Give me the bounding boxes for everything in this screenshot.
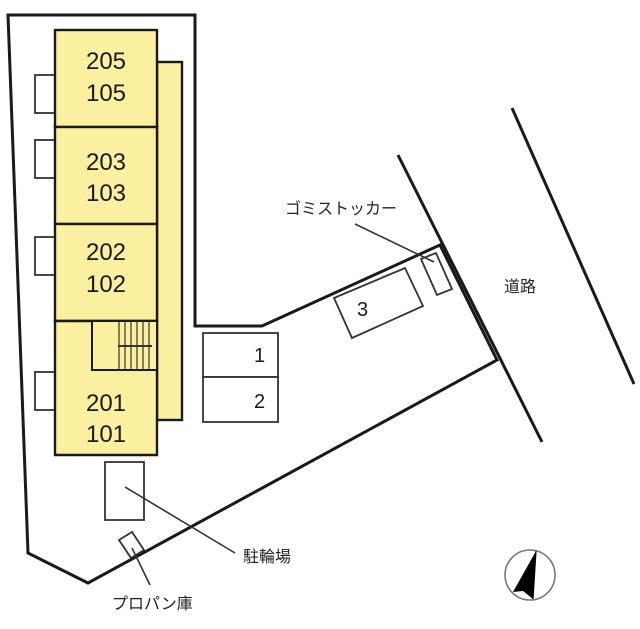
- unit-202-102[interactable]: 202 102: [53, 222, 159, 323]
- bicycle-parking-label: 駐輪場: [243, 547, 291, 566]
- unit-upper-label: 201: [86, 390, 126, 417]
- staircase: [118, 321, 152, 370]
- road-label: 道路: [504, 277, 536, 296]
- unit-203-103[interactable]: 203 103: [53, 125, 159, 226]
- bicycle-parking-box[interactable]: [104, 461, 145, 521]
- road-edge-left: [396, 154, 544, 443]
- road-edge-right: [510, 107, 636, 385]
- balcony-105: [34, 74, 56, 114]
- balcony-102: [34, 236, 56, 276]
- unit-205-105[interactable]: 205 105: [53, 28, 159, 129]
- property-boundary: [6, 13, 499, 585]
- parking-space-1[interactable]: 1: [202, 332, 279, 378]
- unit-lower-label: 103: [86, 180, 126, 207]
- garbage-stocker-label: ゴミストッカー: [285, 199, 397, 218]
- propane-storage-leader: [131, 547, 151, 586]
- building-corridor: [155, 60, 184, 422]
- bicycle-parking-leader: [124, 486, 236, 554]
- unit-201-101[interactable]: 201 101: [53, 319, 159, 457]
- unit-upper-label: 205: [86, 48, 126, 75]
- balcony-101: [34, 371, 56, 411]
- unit-upper-label: 202: [86, 239, 126, 266]
- unit-lower-label: 102: [86, 271, 126, 298]
- unit-lower-label: 101: [86, 421, 126, 448]
- unit-upper-label: 203: [86, 149, 126, 176]
- parking-space-2[interactable]: 2: [202, 376, 279, 423]
- balcony-103: [34, 139, 56, 179]
- parking-1-label: 1: [254, 345, 265, 367]
- parking-3-label: 3: [357, 299, 368, 321]
- propane-storage-box[interactable]: [117, 530, 146, 560]
- unit-lower-label: 105: [86, 80, 126, 107]
- garbage-stocker-box[interactable]: [419, 251, 454, 297]
- north-arrow-icon: [504, 549, 556, 601]
- parking-space-3[interactable]: 3: [332, 266, 425, 340]
- propane-storage-label: プロパン庫: [112, 594, 193, 613]
- garbage-stocker-leader: [354, 223, 435, 263]
- parking-2-label: 2: [254, 391, 265, 413]
